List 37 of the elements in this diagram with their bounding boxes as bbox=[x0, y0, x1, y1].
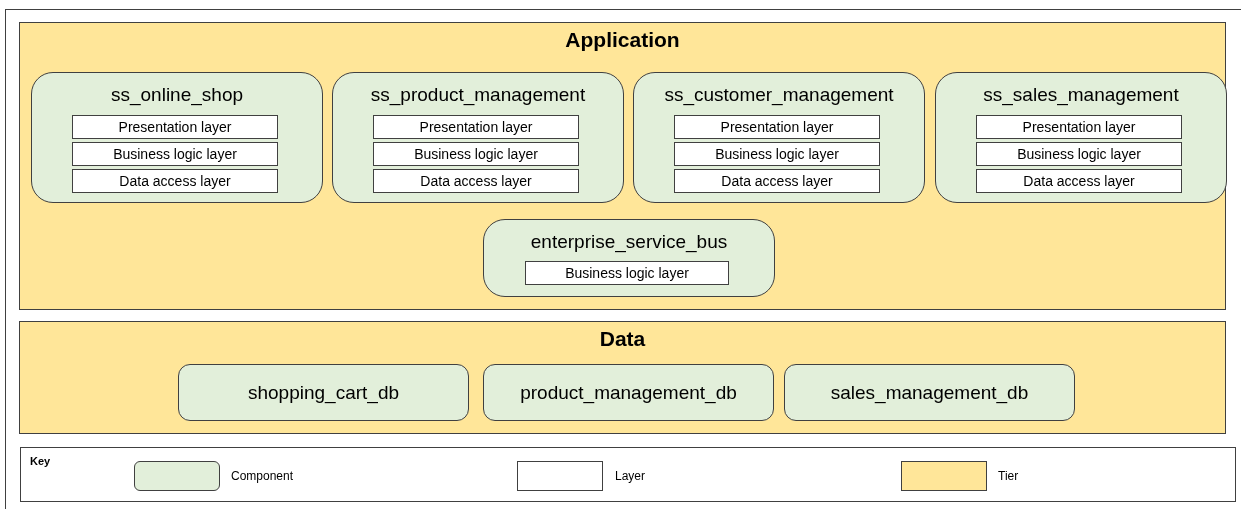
database-box bbox=[784, 364, 1075, 421]
layer-box: Business logic layer bbox=[976, 142, 1182, 166]
layer-box: Presentation layer bbox=[72, 115, 278, 139]
database-title: sales_management_db bbox=[830, 383, 1029, 402]
tier-title: Application bbox=[565, 29, 680, 50]
component-box bbox=[483, 219, 775, 297]
database-box bbox=[178, 364, 469, 421]
component-box bbox=[935, 72, 1227, 203]
layer-box: Business logic layer bbox=[72, 142, 278, 166]
layer-box: Data access layer bbox=[976, 169, 1182, 193]
key-title: Key bbox=[30, 456, 51, 467]
layer-box: Data access layer bbox=[72, 169, 278, 193]
layer-box: Presentation layer bbox=[674, 115, 880, 139]
layer-box: Business logic layer bbox=[525, 261, 729, 285]
component-box bbox=[332, 72, 624, 203]
component-title: ss_sales_management bbox=[983, 85, 1179, 104]
tier-title: Data bbox=[599, 328, 646, 349]
component-title: enterprise_service_bus bbox=[530, 232, 728, 251]
layer-box: Presentation layer bbox=[976, 115, 1182, 139]
database-box bbox=[483, 364, 774, 421]
component-title: ss_online_shop bbox=[110, 85, 243, 104]
layer-box: Presentation layer bbox=[373, 115, 579, 139]
legend-label: Layer bbox=[615, 470, 646, 482]
database-title: product_management_db bbox=[520, 383, 737, 402]
layer-box: Business logic layer bbox=[674, 142, 880, 166]
tier-panel bbox=[19, 321, 1226, 434]
component-box bbox=[633, 72, 925, 203]
component-title: ss_customer_management bbox=[664, 85, 894, 104]
layer-box: Business logic layer bbox=[373, 142, 579, 166]
layer-box: Data access layer bbox=[373, 169, 579, 193]
database-title: shopping_cart_db bbox=[247, 383, 400, 402]
layer-box: Data access layer bbox=[674, 169, 880, 193]
component-box bbox=[31, 72, 323, 203]
tier-panel bbox=[19, 22, 1226, 310]
legend-label: Component bbox=[231, 470, 294, 482]
component-title: ss_product_management bbox=[370, 85, 586, 104]
legend-label: Tier bbox=[998, 470, 1019, 482]
